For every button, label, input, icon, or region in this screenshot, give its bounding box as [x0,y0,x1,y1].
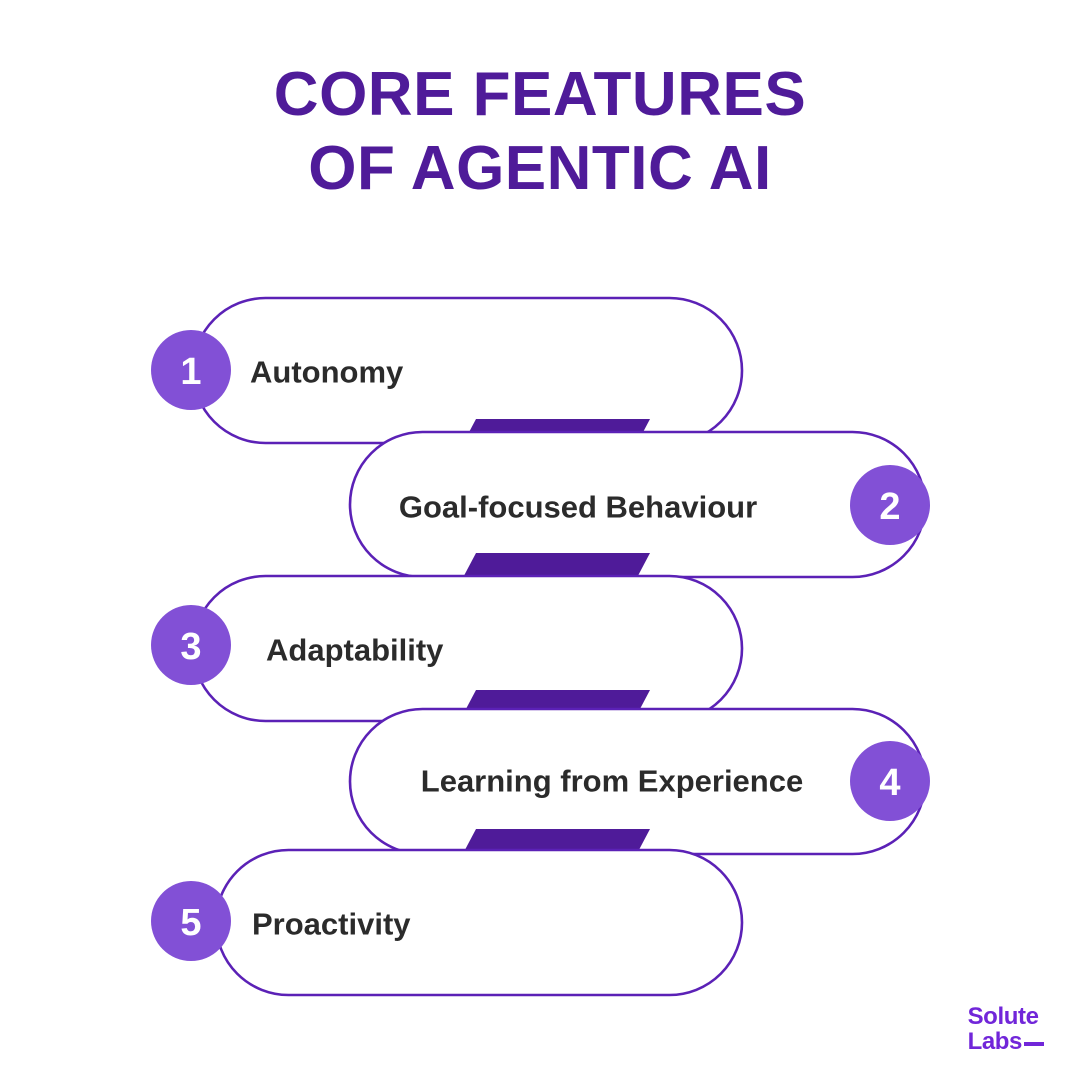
brand-logo: Solute Labs [968,1004,1044,1054]
feature-label-2: Goal-focused Behaviour [399,490,757,525]
badge-circle-2 [850,465,930,545]
number-badge-1[interactable]: 1 [151,330,231,410]
badge-circle-5 [151,881,231,961]
feature-item-3[interactable]: Adaptability [191,574,744,723]
badge-number-5: 5 [180,902,201,944]
number-badge-4[interactable]: 4 [850,741,930,821]
title-line-1: Core Features [273,60,807,129]
badge-number-4: 4 [879,762,900,804]
feature-label-3: Adaptability [266,633,444,668]
badge-circle-1 [151,330,231,410]
page-title: Core Features of Agentic AI [0,58,1080,206]
badge-number-1: 1 [180,351,201,393]
feature-item-1[interactable]: Autonomy [191,296,744,445]
number-badge-3[interactable]: 3 [151,605,231,685]
number-badge-2[interactable]: 2 [850,465,930,545]
feature-label-1: Autonomy [250,355,404,390]
number-badge-5[interactable]: 5 [151,881,231,961]
feature-item-5[interactable]: Proactivity [214,848,744,997]
logo-line-2: Labs [967,1028,1023,1055]
badge-circle-3 [151,605,231,685]
badge-circle-4 [850,741,930,821]
logo-line-2-wrap: Labs [968,1029,1044,1054]
badge-number-2: 2 [879,486,900,528]
feature-item-4[interactable]: Learning from Experience [348,707,927,856]
logo-underscore-icon [1024,1042,1044,1046]
logo-line-1: Solute [967,1003,1039,1030]
badge-number-3: 3 [180,626,201,668]
title-line-2: of Agentic AI [308,134,772,203]
feature-label-4: Learning from Experience [421,764,803,799]
feature-label-5: Proactivity [252,907,411,942]
